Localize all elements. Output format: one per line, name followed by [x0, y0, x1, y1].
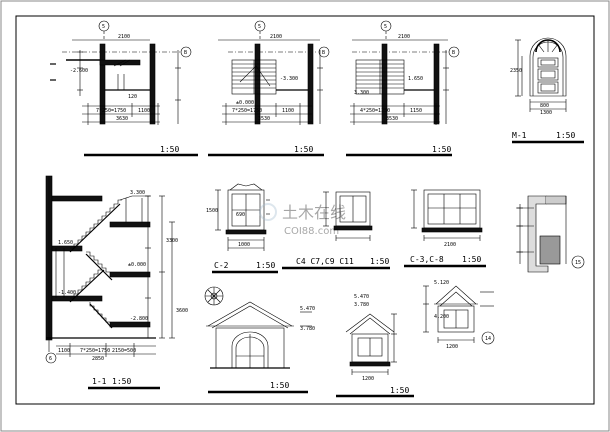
dim-text: 1200: [362, 376, 374, 382]
stair-section-1-1: [45, 175, 175, 390]
dim-text: 1100: [138, 108, 150, 114]
axis-label: 5: [258, 24, 261, 30]
dim-text: 1500: [206, 208, 218, 214]
dim-text: 1100: [58, 348, 70, 354]
scale-label: 1:50: [294, 145, 313, 154]
dim-text: 7*250=1750: [232, 108, 262, 114]
level-text: 5.470: [300, 306, 315, 312]
elevation-c: [423, 285, 495, 345]
level-text: ±0.000: [128, 262, 146, 268]
scale-label: 1:50: [390, 386, 409, 395]
dim-text: 3600: [176, 308, 188, 314]
scale-label: 1:50: [432, 145, 451, 154]
scale-label: 1:50: [556, 131, 575, 140]
level-text: 4.200: [434, 314, 449, 320]
drawing-title: C-3,C-8: [410, 255, 444, 264]
level-text: 1.650: [58, 240, 73, 246]
level-text: 5.470: [354, 294, 369, 300]
stair-plan-3: [346, 20, 460, 157]
dim-text: 1100: [282, 108, 294, 114]
dim-text: 4*250=1250: [360, 108, 390, 114]
level-text: 5.120: [434, 280, 449, 286]
elevation-a: [204, 286, 312, 394]
dim-text: 3530: [386, 116, 398, 122]
scale-label: 1:50: [370, 257, 389, 266]
axis-label: 15: [575, 260, 581, 266]
watermark-cn: 土木在线: [282, 203, 346, 222]
window-c4-c7-c9-c11: [282, 191, 390, 270]
dim-text: 120: [128, 94, 137, 100]
axis-bubble: [180, 46, 192, 58]
dim-text: 2350: [510, 68, 522, 74]
dim-text: 2100: [444, 242, 456, 248]
scale-label: 1:50: [256, 261, 275, 270]
scale-label: 1:50: [160, 145, 179, 154]
scale-label: 1:50: [270, 381, 289, 390]
axis-bubble: [448, 46, 460, 58]
dim-text: 1300: [540, 110, 552, 116]
axis-label: 14: [485, 336, 491, 342]
level-text: ±0.000: [236, 100, 254, 106]
dim-text: 2100: [118, 34, 130, 40]
axis-label: B: [452, 50, 455, 56]
level-text: -2.600: [70, 68, 88, 74]
axis-bubble: [571, 255, 585, 269]
axis-label: B: [184, 50, 187, 56]
dim-text: 2100: [398, 34, 410, 40]
dim-text: 800: [540, 103, 549, 109]
scale-label: 1:50: [112, 377, 131, 386]
dim-text: 2150=500: [112, 348, 136, 354]
level-text: 3.300: [130, 190, 145, 196]
drawing-title: C-2: [214, 261, 229, 270]
inner-border: [15, 15, 595, 405]
watermark-en: COI88.com: [284, 226, 339, 237]
dim-text: 3630: [116, 116, 128, 122]
window-c3-c8: [404, 189, 486, 268]
scale-label: 1:50: [462, 255, 481, 264]
axis-label: 5: [384, 24, 387, 30]
drawing-title: 1-1: [92, 377, 107, 386]
dim-text: 7*250=1750: [96, 108, 126, 114]
axis-bubble: [318, 46, 330, 58]
window-c2: [212, 183, 278, 274]
elevation-b: [336, 313, 414, 398]
dim-text: 7*250=1750: [80, 348, 110, 354]
detail-15: [516, 195, 585, 273]
door-m1: [512, 37, 584, 144]
level-text: -1.400: [58, 290, 76, 296]
dim-text: 3300: [166, 238, 178, 244]
axis-label: 6: [49, 356, 52, 362]
stair-plan-1: [50, 20, 198, 157]
dim-text: 690: [236, 212, 245, 218]
level-text: -2.800: [130, 316, 148, 322]
dim-text: 1000: [238, 242, 250, 248]
dim-text: 3530: [258, 116, 270, 122]
level-text: -3.300: [280, 76, 298, 82]
level-text: 3.300: [354, 90, 369, 96]
level-text: 3.780: [300, 326, 315, 332]
axis-label: 5: [102, 24, 105, 30]
watermark: 土木在线 COI88.com: [259, 203, 346, 237]
level-text: 1.650: [408, 76, 423, 82]
dim-text: 2100: [270, 34, 282, 40]
stair-plan-2: [208, 20, 330, 157]
drawing-title: M-1: [512, 131, 527, 140]
dim-text: 2850: [92, 356, 104, 362]
axis-bubble: [45, 352, 57, 364]
dim-text: 1150: [410, 108, 422, 114]
axis-bubble: [481, 331, 495, 345]
axis-label: B: [322, 50, 325, 56]
drawing-title: C4 C7,C9 C11: [296, 257, 354, 266]
dim-text: 1200: [446, 344, 458, 350]
level-text: 3.780: [354, 302, 369, 308]
